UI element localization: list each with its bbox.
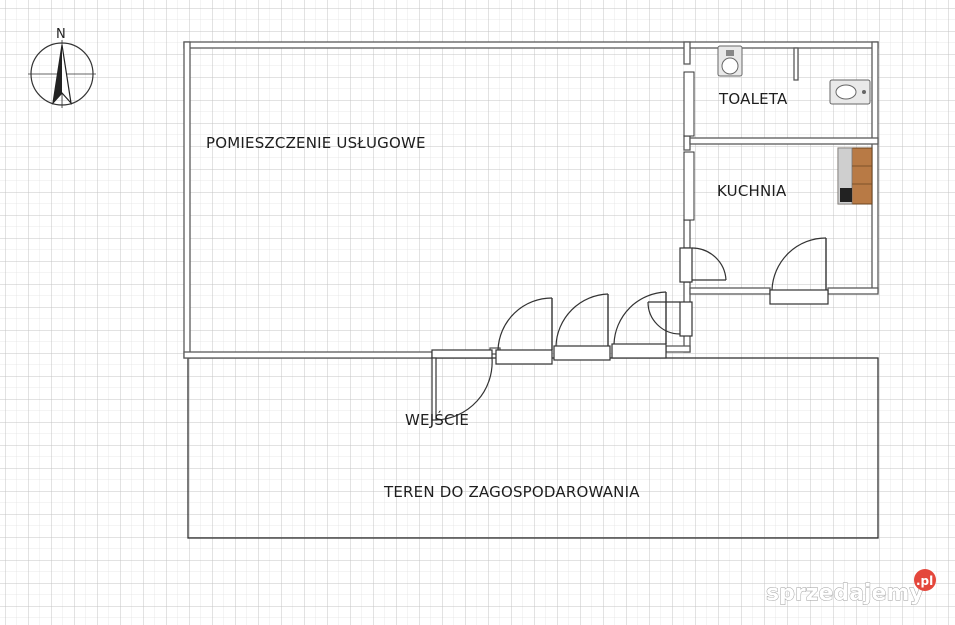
room-label-land: TEREN DO ZAGOSPODAROWANIA	[383, 483, 640, 501]
toilet-icon	[717, 45, 743, 77]
room-label-entrance: WEJŚCIE	[405, 410, 469, 429]
watermark-badge	[914, 569, 936, 591]
room-label-kitchen: KUCHNIA	[717, 182, 787, 200]
door-icon	[647, 301, 693, 337]
compass-north-label: N	[56, 27, 66, 42]
room-label-toilet: TOALETA	[718, 90, 788, 108]
door-icon	[495, 297, 553, 365]
room-label-service: POMIESZCZENIE USŁUGOWE	[206, 134, 426, 152]
kitchen-cabinet-icon	[837, 147, 873, 205]
watermark-text: sprzedajemy	[766, 581, 924, 606]
door-icon	[769, 237, 829, 305]
door-icon	[553, 293, 611, 361]
door-icon	[679, 247, 727, 283]
sink-icon	[829, 79, 871, 105]
door-icon	[431, 349, 493, 421]
window-panels	[683, 71, 695, 221]
watermark-badge-text: .pl	[916, 574, 933, 588]
watermark-logo: sprzedajemy .pl	[766, 569, 936, 606]
door-icon	[611, 291, 667, 359]
compass-icon	[28, 40, 96, 108]
